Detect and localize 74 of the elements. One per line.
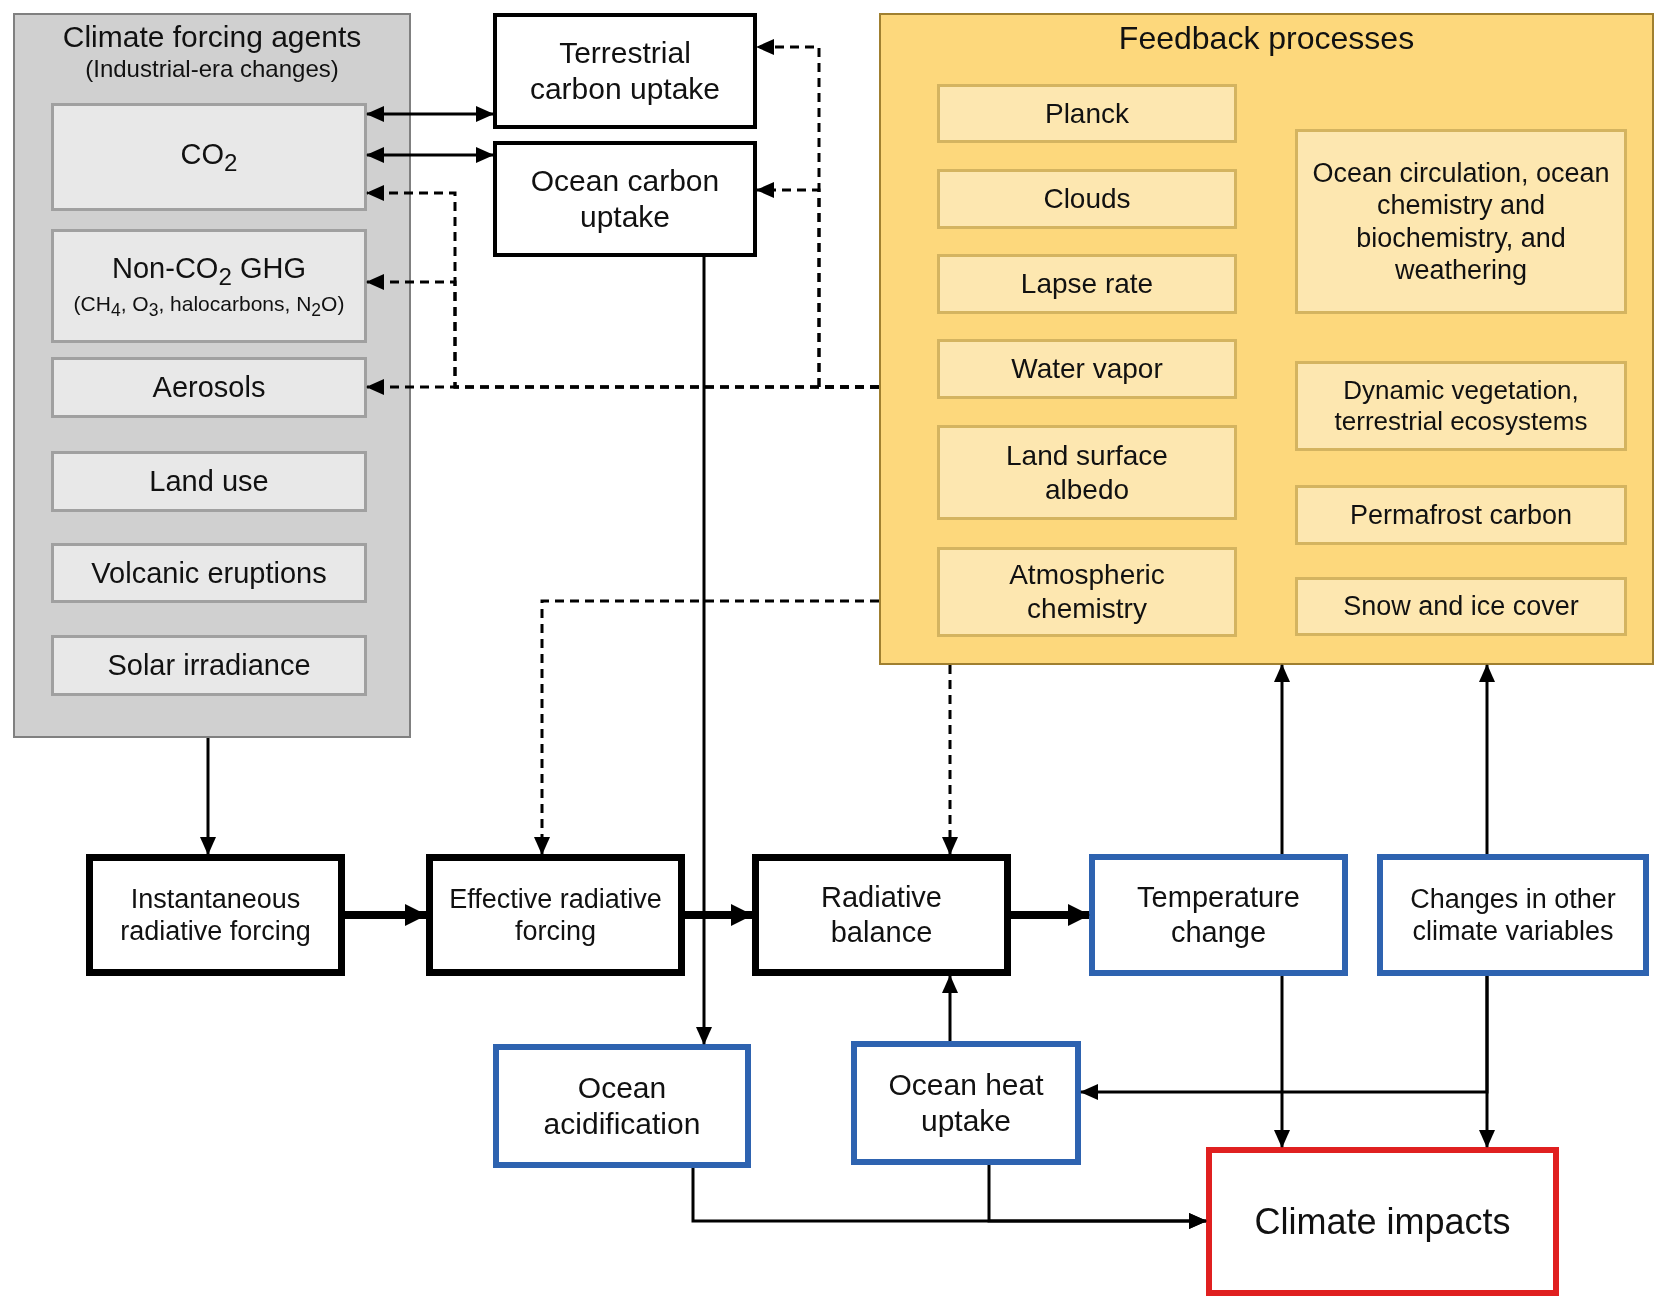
arrow: [756, 182, 879, 389]
group-panel: [13, 13, 411, 738]
arrow: [987, 1165, 1207, 1229]
box-label: Volcanic eruptions: [90, 555, 328, 591]
process-box: [752, 854, 1011, 976]
category-box: [937, 254, 1237, 314]
box-label: Radiative balance: [820, 880, 943, 950]
box-label: Terrestrial carbon uptake: [528, 35, 722, 107]
arrow: [366, 106, 494, 122]
category-box: [1295, 129, 1627, 314]
category-box: [937, 169, 1237, 229]
arrow: [685, 904, 753, 926]
panel-heading: Climate forcing agents: [61, 19, 363, 55]
category-box: [1295, 361, 1627, 451]
box-label: Clouds: [1042, 182, 1132, 216]
box-label: Solar irradiance: [106, 648, 312, 683]
arrow: [942, 665, 958, 855]
box-label: Permafrost carbon: [1348, 498, 1574, 532]
box-label: Climate impacts: [1253, 1199, 1512, 1244]
arrow: [1274, 664, 1290, 854]
category-box: [937, 84, 1237, 143]
panel-heading: Feedback processes: [1117, 19, 1416, 58]
category-box: [51, 103, 367, 211]
box-label: Temperature change: [1136, 880, 1301, 950]
arrow: [1080, 976, 1489, 1100]
arrow: [1011, 904, 1090, 926]
outcome-box: [1089, 854, 1348, 976]
arrow: [1274, 976, 1290, 1148]
arrow: [200, 738, 216, 855]
process-box: [493, 141, 757, 257]
panel-subheading: (Industrial-era changes): [84, 55, 340, 84]
process-box: [493, 13, 757, 129]
category-box: [51, 229, 367, 343]
box-label: Instantaneous radiative forcing: [119, 882, 312, 948]
outcome-box: [1206, 1147, 1559, 1296]
box-label: Ocean carbon uptake: [529, 163, 721, 235]
process-box: [86, 854, 345, 976]
box-label: Atmospheric chemistry: [1008, 558, 1166, 626]
category-box: [937, 339, 1237, 399]
box-label: Water vapor: [1010, 352, 1164, 386]
category-box: [937, 547, 1237, 637]
box-label: Ocean acidification: [542, 1070, 702, 1142]
outcome-box: [1377, 854, 1649, 976]
box-label: Lapse rate: [1019, 267, 1155, 301]
box-label: Dynamic vegetation, terrestrial ecosystems: [1333, 374, 1589, 438]
category-box: [937, 425, 1237, 520]
box-label: Changes in other climate variables: [1409, 882, 1617, 948]
box-label: Ocean circulation, ocean chemistry and biochemistry, and weathering: [1311, 156, 1611, 287]
outcome-box: [851, 1041, 1081, 1165]
box-label: Non-CO$_{2}$ GHG: [111, 251, 307, 291]
outcome-box: [493, 1044, 751, 1168]
box-label: Aerosols: [151, 370, 267, 405]
category-box: [51, 635, 367, 696]
arrow: [366, 147, 494, 163]
group-panel: [879, 13, 1654, 665]
arrow: [1479, 664, 1495, 854]
category-box: [51, 357, 367, 418]
box-label: Planck: [1043, 96, 1130, 131]
box-subtext: (CH$_{4}$, O$_{3}$, halocarbons, N$_{2}$O): [72, 290, 346, 321]
box-label: CO$_{2}$: [179, 137, 239, 177]
arrow: [942, 975, 958, 1041]
box-label: Ocean heat uptake: [887, 1067, 1045, 1139]
arrow: [345, 904, 427, 926]
category-box: [1295, 485, 1627, 545]
category-box: [51, 543, 367, 603]
box-label: Effective radiative forcing: [448, 882, 663, 948]
box-label: Land surface albedo: [1005, 438, 1169, 507]
arrow: [696, 257, 712, 1045]
box-label: Snow and ice cover: [1342, 590, 1580, 623]
category-box: [51, 451, 367, 512]
category-box: [1295, 577, 1627, 636]
process-box: [426, 854, 685, 976]
arrow: [534, 599, 879, 855]
box-label: Land use: [148, 464, 270, 499]
